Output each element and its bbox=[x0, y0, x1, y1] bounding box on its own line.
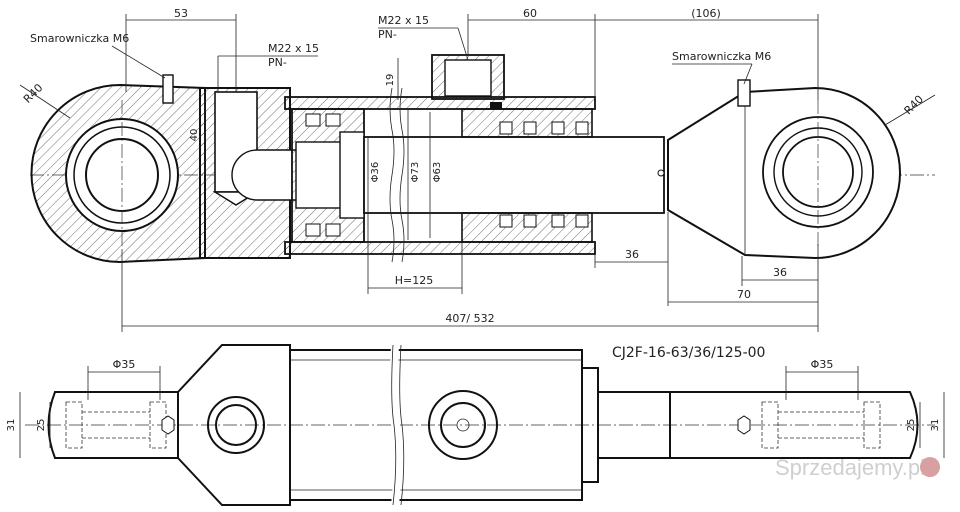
dim-40: 40 bbox=[189, 129, 200, 142]
right-port-bore bbox=[444, 59, 492, 97]
dim-total-length: 407/ 532 bbox=[445, 312, 494, 325]
dim-d36: Φ36 bbox=[370, 162, 381, 183]
piston-seal-bottom-2 bbox=[325, 223, 341, 237]
piston-rod bbox=[363, 136, 665, 214]
rod-cross-hole bbox=[657, 169, 665, 177]
bottom-right-port-inner bbox=[440, 402, 486, 448]
dim-d35-right: Φ35 bbox=[811, 358, 834, 371]
bottom-left-port bbox=[207, 396, 265, 454]
gland-seal-7 bbox=[551, 214, 565, 228]
dim-31-left: 31 bbox=[6, 419, 17, 432]
piston-seal-bottom-1 bbox=[305, 223, 321, 237]
bottom-lube-left-icon bbox=[161, 415, 175, 435]
right-lug-hidden-1 bbox=[761, 401, 779, 449]
bottom-break-line-2 bbox=[399, 344, 405, 506]
piston-seal-top-1 bbox=[305, 113, 321, 127]
gland-seal-3 bbox=[551, 121, 565, 135]
gland-seal-5 bbox=[499, 214, 513, 228]
left-lug-hidden-1 bbox=[65, 401, 83, 449]
dim-d73: Φ73 bbox=[410, 162, 421, 183]
dim-31-right: 31 bbox=[930, 419, 941, 432]
break-line-2 bbox=[399, 87, 405, 263]
gland-seal-4 bbox=[575, 121, 589, 135]
barrel-bottom-wall bbox=[284, 241, 596, 255]
dim-36-rod: 36 bbox=[625, 248, 639, 261]
dim-d63: Φ63 bbox=[432, 162, 443, 183]
lube-right-label: Smarowniczka M6 bbox=[672, 50, 771, 63]
dim-19: 19 bbox=[385, 74, 396, 87]
piston-seal-top-2 bbox=[325, 113, 341, 127]
dim-25-left: 25 bbox=[36, 419, 47, 432]
bottom-break-line-1 bbox=[391, 344, 397, 506]
right-lug bbox=[669, 391, 919, 459]
right-lug-hidden-2 bbox=[863, 401, 881, 449]
dim-53: 53 bbox=[174, 7, 188, 20]
watermark-text: Sprzedajemy.pl bbox=[775, 455, 925, 480]
model-code: CJ2F-16-63/36/125-00 bbox=[612, 345, 765, 361]
bottom-right-port bbox=[428, 390, 498, 460]
dim-d35-left: Φ35 bbox=[113, 358, 136, 371]
gland-seal-8 bbox=[575, 214, 589, 228]
port-right-pn: PN- bbox=[378, 28, 397, 41]
gland-seal-2 bbox=[523, 121, 537, 135]
watermark-dot-icon bbox=[920, 457, 940, 477]
left-port-channel bbox=[231, 149, 301, 201]
lube-nipple-right-icon bbox=[737, 79, 751, 107]
lube-left-label: Smarowniczka M6 bbox=[30, 32, 129, 45]
left-lug bbox=[47, 391, 179, 459]
bottom-left-port-inner bbox=[215, 404, 257, 446]
dim-60: 60 bbox=[523, 7, 537, 20]
bottom-right-port-center bbox=[456, 418, 470, 432]
dim-70: 70 bbox=[737, 288, 751, 301]
gland-snap-ring bbox=[490, 102, 502, 109]
dim-106: (106) bbox=[691, 7, 721, 20]
watermark: Sprzedajemy.pl bbox=[775, 455, 940, 480]
piston-nut-flange bbox=[339, 131, 365, 219]
bottom-lube-right-icon bbox=[737, 415, 751, 435]
break-line-1 bbox=[389, 87, 395, 263]
dim-h125: H=125 bbox=[395, 274, 433, 287]
port-left-thread: M22 x 15 bbox=[268, 42, 319, 55]
bottom-dimensions: CJ2F-16-63/36/125-00 Φ35 Φ35 31 25 25 31 bbox=[6, 345, 945, 458]
top-section-view bbox=[30, 54, 935, 264]
dim-36-eye: 36 bbox=[773, 266, 787, 279]
gland-seal-6 bbox=[523, 214, 537, 228]
dim-25-right: 25 bbox=[906, 419, 917, 432]
lube-nipple-left-icon bbox=[162, 74, 174, 104]
bottom-plan-view bbox=[25, 344, 935, 506]
port-left-pn: PN- bbox=[268, 56, 287, 69]
top-dimensions: 53 60 (106) M22 x 15 PN- M22 x 15 PN- Sm… bbox=[19, 7, 936, 332]
dim-r40-right: R40 bbox=[902, 93, 926, 117]
port-right-thread: M22 x 15 bbox=[378, 14, 429, 27]
gland-seal-1 bbox=[499, 121, 513, 135]
